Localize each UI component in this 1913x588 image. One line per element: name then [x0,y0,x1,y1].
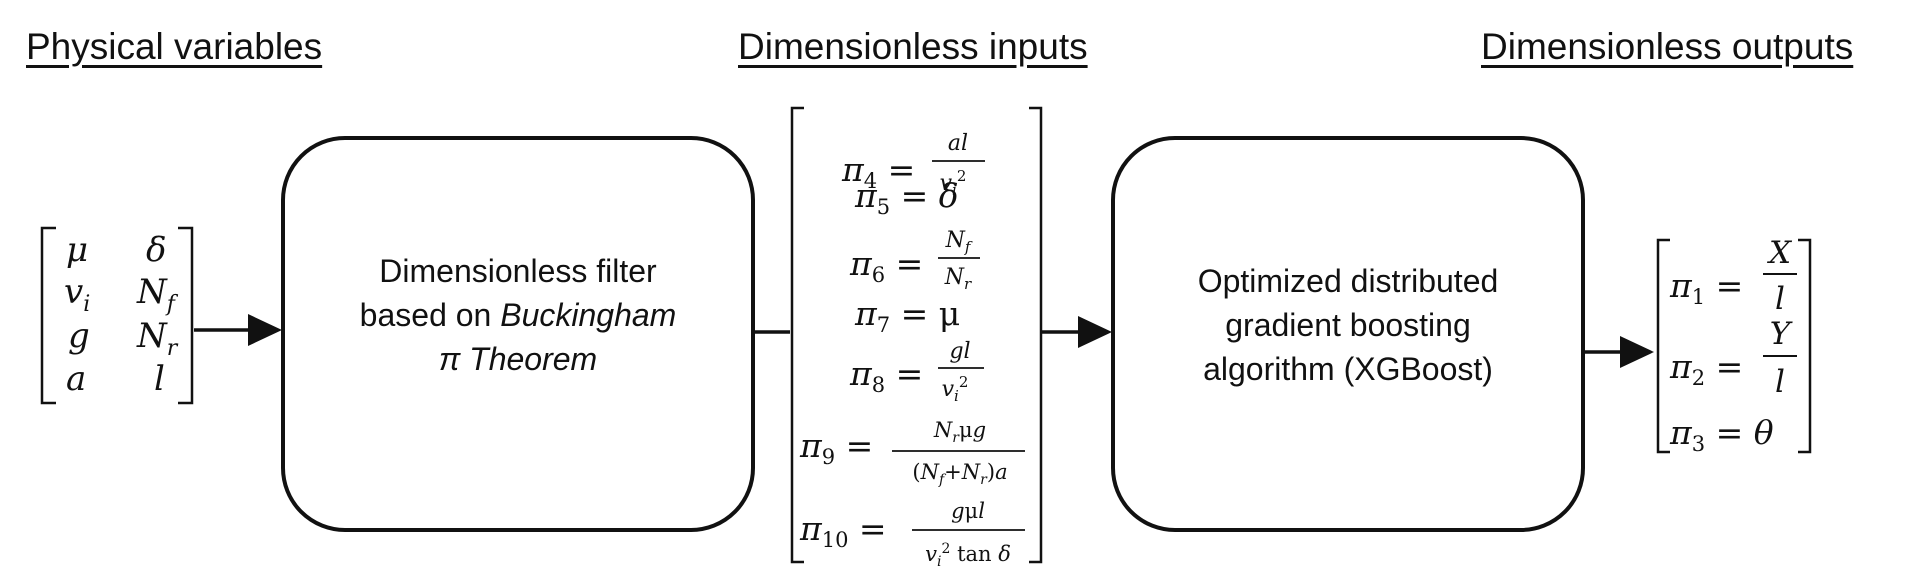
matrix-cell-delta: δ [146,230,166,270]
inputs-left-bracket [790,106,804,564]
svg-text:gl: gl [949,339,970,364]
svg-text:π1 =: π1 = [1669,266,1743,309]
svg-text:Nf: Nf [945,228,973,256]
svg-text:Nr: Nr [944,265,972,293]
matrix-right-bracket [178,226,194,405]
svg-text:π2 =: π2 = [1669,347,1743,390]
physical-variables-matrix: μ δ vi Nf g Nr a l [40,226,194,405]
svg-text:Y: Y [1770,316,1793,352]
matrix-cell-vi: vi [64,272,90,317]
svg-text:vi2: vi2 [942,373,969,405]
svg-text:π6 =: π6 = [849,244,923,287]
equation-pi7: π7 = μ [854,294,960,337]
equation-pi9: π9 = Nrμg (Nf+Nr)a [799,418,1025,488]
inputs-right-bracket [1029,106,1043,564]
arrow-to-filter [194,314,282,346]
svg-text:l: l [1775,281,1785,317]
matrix-cell-nr: Nr [136,316,179,361]
matrix-left-bracket [40,226,56,405]
svg-text:Nrμg: Nrμg [933,418,986,446]
arrow-to-xgboost [1042,316,1112,348]
equation-pi5: π5 = δ [854,176,959,219]
svg-text:X: X [1767,235,1793,271]
svg-text:π10 =: π10 = [799,509,887,552]
physical-variables-header: Physical variables [26,26,323,67]
dimensionless-outputs-header: Dimensionless outputs [1481,26,1854,67]
svg-text:al: al [948,131,968,156]
equation-pi1: π1 = X l [1669,235,1797,317]
matrix-cell-mu: μ [66,230,88,270]
svg-text:π3 = θ: π3 = θ [1669,413,1774,456]
filter-line-2: based on Buckingham [360,297,677,333]
matrix-cell-nf: Nf [136,272,179,317]
arrow-to-outputs [1583,336,1654,368]
svg-text:π5 = δ: π5 = δ [854,176,959,219]
svg-text:π8 =: π8 = [849,354,923,397]
outputs-left-bracket [1656,238,1670,454]
equation-pi2: π2 = Y l [1669,316,1797,400]
dimensionless-inputs-bracket: π4 = al vi2 π5 = δ π6 = Nf Nr π7 = μ [790,106,1043,570]
svg-text:gμl: gμl [951,499,985,523]
equation-pi3: π3 = θ [1669,413,1774,456]
matrix-cell-g: g [68,316,90,356]
matrix-cell-a: a [66,359,86,399]
equation-pi6: π6 = Nf Nr [849,228,980,293]
xgboost-box: Optimized distributed gradient boosting … [1111,136,1585,532]
xgb-line-2: gradient boosting [1225,307,1471,343]
svg-text:(Nf+Nr)a: (Nf+Nr)a [912,460,1007,488]
equation-pi10: π10 = gμl vi2 tan δ [799,499,1025,570]
dimensionless-inputs-header: Dimensionless inputs [738,26,1088,67]
xgb-line-3: algorithm (XGBoost) [1203,351,1493,387]
equation-pi8: π8 = gl vi2 [849,339,984,405]
matrix-cell-l: l [154,359,165,399]
svg-text:π9 =: π9 = [799,426,873,469]
xgb-line-1: Optimized distributed [1198,263,1499,299]
svg-text:vi2 tan δ: vi2 tan δ [925,541,1011,570]
svg-text:π7 = μ: π7 = μ [854,294,960,337]
svg-text:π4 =: π4 = [841,150,915,193]
filter-line-1: Dimensionless filter [379,253,657,289]
dimensionless-outputs-bracket: π1 = X l π2 = Y l π3 = θ [1656,235,1812,456]
dimensionless-filter-box: Dimensionless filter based on Buckingham… [281,136,755,532]
filter-line-3: π Theorem [439,341,597,377]
equation-pi4: π4 = al vi2 [841,131,985,199]
outputs-right-bracket [1798,238,1812,454]
svg-text:l: l [1775,364,1785,400]
